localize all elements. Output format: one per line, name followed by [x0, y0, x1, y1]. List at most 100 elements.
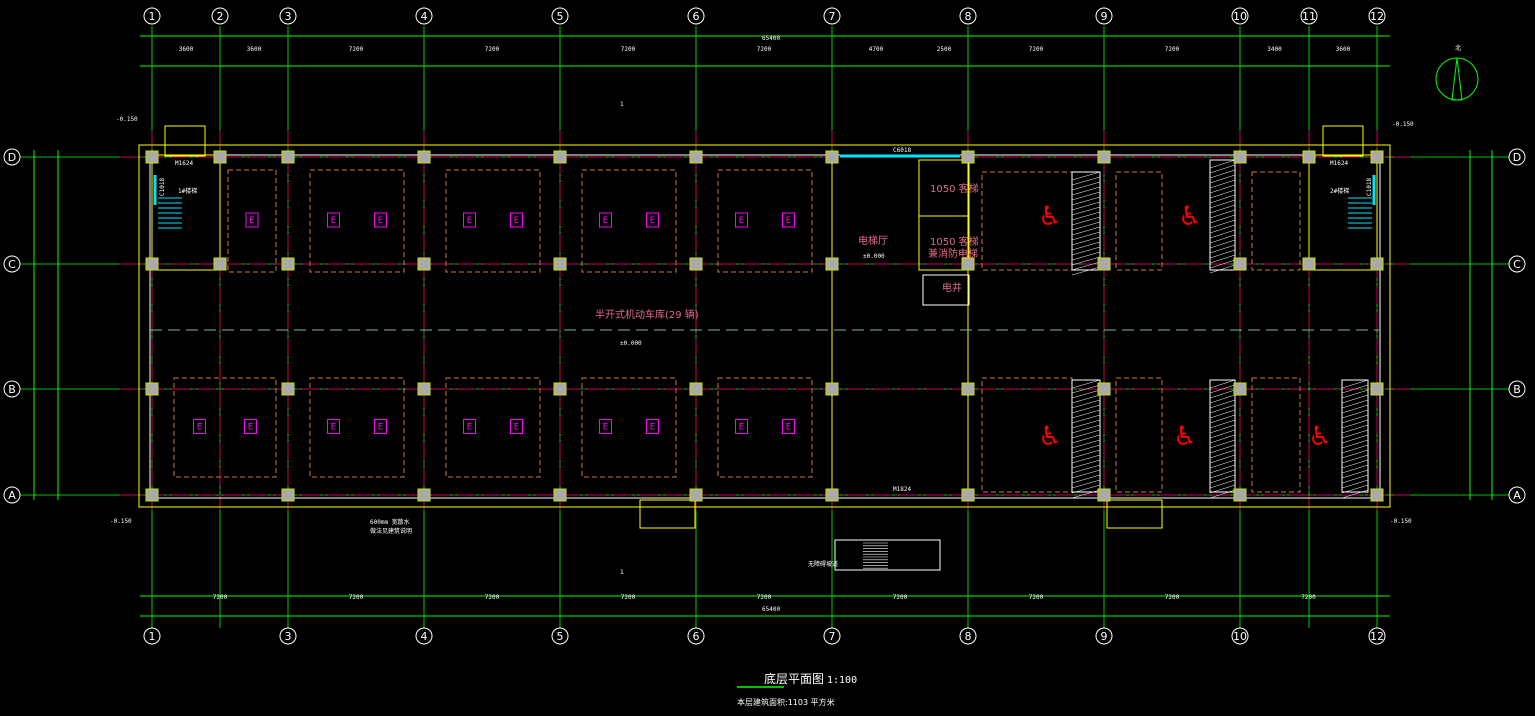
hatch-line — [1071, 409, 1101, 419]
hatch-line — [1341, 379, 1369, 389]
parking-marker-label: E — [739, 216, 744, 226]
column — [825, 150, 839, 164]
hatch-line — [1071, 404, 1101, 414]
parking-marker — [244, 419, 257, 434]
grid-label-top-4: 4 — [421, 10, 428, 23]
drain-note: 600mm 宽散水 — [370, 518, 410, 526]
parking-marker-label: E — [786, 216, 791, 226]
column — [1233, 257, 1247, 271]
level-ne: -0.150 — [1392, 121, 1414, 128]
grid-bubble-bottom-9 — [1095, 627, 1113, 645]
hatch-line — [1209, 454, 1236, 464]
door-m2: M1624 — [1330, 160, 1348, 167]
grid-label-right-D: D — [1513, 151, 1521, 164]
hatched-aisle — [1209, 159, 1236, 271]
top-dim-label: 7200 — [349, 46, 364, 53]
elevator1-label: 1050 客梯 — [930, 182, 979, 195]
hatch-line — [1071, 186, 1101, 196]
hatch-line — [1209, 419, 1236, 429]
grid-label-bottom-4: 4 — [421, 630, 428, 643]
window-c1: C1018 — [159, 178, 166, 196]
bottom-dim-label: 7200 — [349, 594, 364, 601]
hatch-line — [1071, 246, 1101, 256]
hatch-line — [1209, 469, 1236, 479]
accessible-parking-icon: ♿ — [1041, 198, 1059, 233]
hatch-line — [1209, 379, 1236, 389]
accessible-parking-icon: ♿ — [1041, 418, 1059, 453]
column — [1302, 257, 1316, 271]
column — [417, 382, 431, 396]
column — [689, 382, 703, 396]
column — [825, 488, 839, 502]
parking-marker — [782, 419, 795, 434]
column — [825, 382, 839, 396]
grid-bubble-bottom-4 — [415, 627, 433, 645]
hatch-line — [1209, 409, 1236, 419]
bottom-dim-label: 7200 — [1301, 594, 1316, 601]
hatch-line — [1341, 414, 1369, 424]
walls — [138, 125, 1391, 571]
hatch-line — [1341, 449, 1369, 459]
hatch-line — [1341, 394, 1369, 404]
column — [689, 150, 703, 164]
north-label: 北 — [1455, 44, 1461, 52]
parking-marker — [245, 212, 259, 228]
column — [1370, 382, 1384, 396]
column — [213, 150, 227, 164]
parking-marker — [646, 419, 659, 434]
hatch-line — [1209, 444, 1236, 454]
grid-label-top-9: 9 — [1101, 10, 1108, 23]
grid-bubble-left-A — [3, 486, 21, 504]
bottom-dim-label: 7200 — [1165, 594, 1180, 601]
hatch-line — [1209, 159, 1236, 169]
hatch-line — [1071, 424, 1101, 434]
hatch-line — [1071, 221, 1101, 231]
hatch-line — [1071, 489, 1101, 499]
accessible-parking-icon: ♿ — [1176, 418, 1194, 453]
hatch-line — [1209, 244, 1236, 254]
ramp-outline — [834, 539, 941, 571]
column — [417, 257, 431, 271]
accessible-parking-icon: ♿ — [1311, 418, 1329, 453]
column — [553, 150, 567, 164]
hatch-line — [1071, 171, 1101, 181]
window-c2: C1018 — [1366, 178, 1373, 196]
hatch-line — [1071, 419, 1101, 429]
column — [553, 488, 567, 502]
hatched-aisle — [1209, 379, 1236, 493]
grid-label-bottom-10: 10 — [1233, 630, 1247, 643]
parking-marker-label: E — [650, 423, 655, 433]
parking-marker-label: E — [467, 216, 472, 226]
elevator2-shaft — [918, 215, 970, 271]
hatch-line — [1071, 261, 1101, 271]
hatch-line — [1209, 474, 1236, 484]
hatch-line — [1071, 439, 1101, 449]
grid-label-top-8: 8 — [965, 10, 972, 23]
grid-bubble-top-3 — [279, 7, 297, 25]
hatch-line — [1209, 479, 1236, 489]
grid-label-top-2: 2 — [217, 10, 224, 23]
column — [1370, 257, 1384, 271]
north-arrow-icon — [1435, 57, 1479, 101]
column — [961, 150, 975, 164]
column — [1370, 150, 1384, 164]
parking-space — [1115, 171, 1163, 271]
grid-label-top-5: 5 — [557, 10, 564, 23]
hatch-line — [1071, 181, 1101, 191]
hatch-line — [1209, 179, 1236, 189]
hatch-line — [1071, 231, 1101, 241]
hatch-line — [1341, 454, 1369, 464]
hatch-line — [1071, 399, 1101, 409]
grid-bubble-right-A — [1508, 486, 1526, 504]
hatch-line — [1209, 449, 1236, 459]
grid-label-bottom-12: 12 — [1370, 630, 1384, 643]
grid-label-top-6: 6 — [693, 10, 700, 23]
hatch-line — [1209, 224, 1236, 234]
parking-space — [445, 169, 541, 273]
grid-label-right-B: B — [1513, 383, 1521, 396]
parking-marker-label: E — [378, 423, 383, 433]
parking-marker-label: E — [331, 423, 336, 433]
hatch-line — [1209, 464, 1236, 474]
